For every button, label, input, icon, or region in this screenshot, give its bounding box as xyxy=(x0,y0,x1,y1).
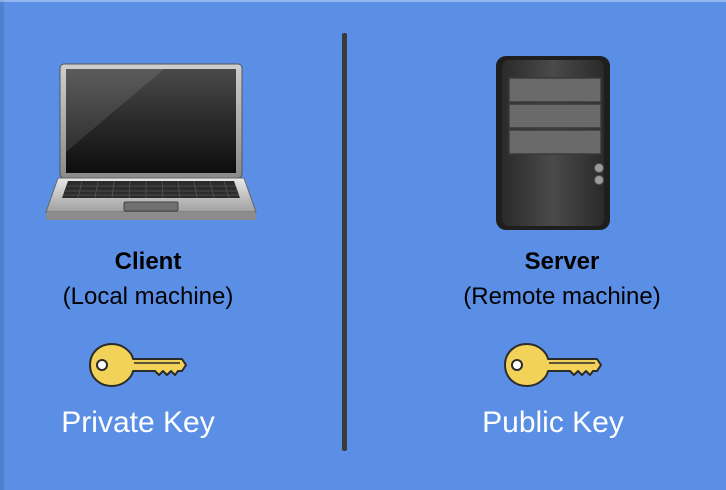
public-key-icon xyxy=(504,343,602,387)
server-tower-icon xyxy=(496,56,610,230)
client-title: Client xyxy=(114,248,182,275)
public-key-label: Public Key xyxy=(482,406,624,439)
client-subtitle: (Local machine) xyxy=(62,283,234,310)
server-subtitle: (Remote machine) xyxy=(463,283,661,310)
left-edge-shade xyxy=(0,0,4,490)
server-title: Server xyxy=(524,248,600,275)
private-key-label: Private Key xyxy=(61,406,215,439)
laptop-icon xyxy=(45,63,257,220)
private-key-icon xyxy=(89,343,187,387)
top-edge-highlight xyxy=(0,0,726,2)
center-divider xyxy=(342,33,347,451)
